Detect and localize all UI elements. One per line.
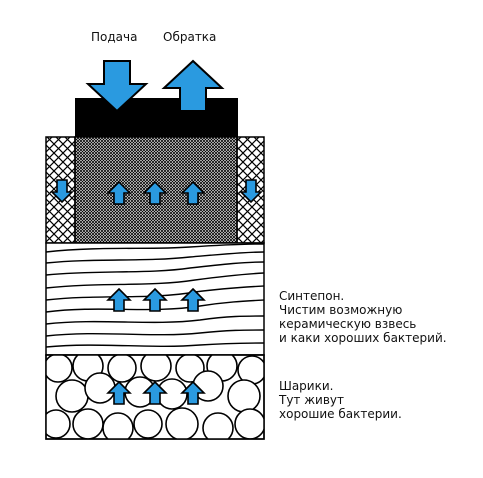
arrow-down-icon [239,179,263,204]
filter-cover [75,98,238,138]
balls-caption-line: хорошие бактерии. [279,407,402,421]
synthetic-caption-line: и каки хороших бактерий. [279,331,447,345]
arrow-down-icon [50,179,74,204]
balls-caption-line: Шарики. [279,379,334,393]
balls-caption: Шарики. Тут живут хорошие бактерии. [279,379,402,421]
arrow-up-icon [106,180,132,205]
return-label: Обратка [163,30,217,44]
arrow-up-icon [142,287,168,312]
synthetic-caption-line: керамическую взвесь [279,317,417,331]
synthetic-caption: Синтепон. Чистим возможную керамическую … [279,289,447,345]
return-arrow-up-icon [161,59,225,112]
synthetic-caption-line: Синтепон. [279,289,345,303]
balls-caption-line: Тут живут [279,393,345,407]
arrow-up-icon [106,287,132,312]
supply-arrow-down-icon [85,60,149,113]
arrow-up-icon [180,287,206,312]
arrow-up-icon [180,180,206,205]
arrow-up-icon [142,380,168,405]
synthetic-caption-line: Чистим возможную [279,303,403,317]
bio-balls [46,355,264,439]
arrow-up-icon [106,380,132,405]
arrow-up-icon [142,180,168,205]
supply-label: Подача [91,30,138,44]
arrow-up-icon [180,380,206,405]
